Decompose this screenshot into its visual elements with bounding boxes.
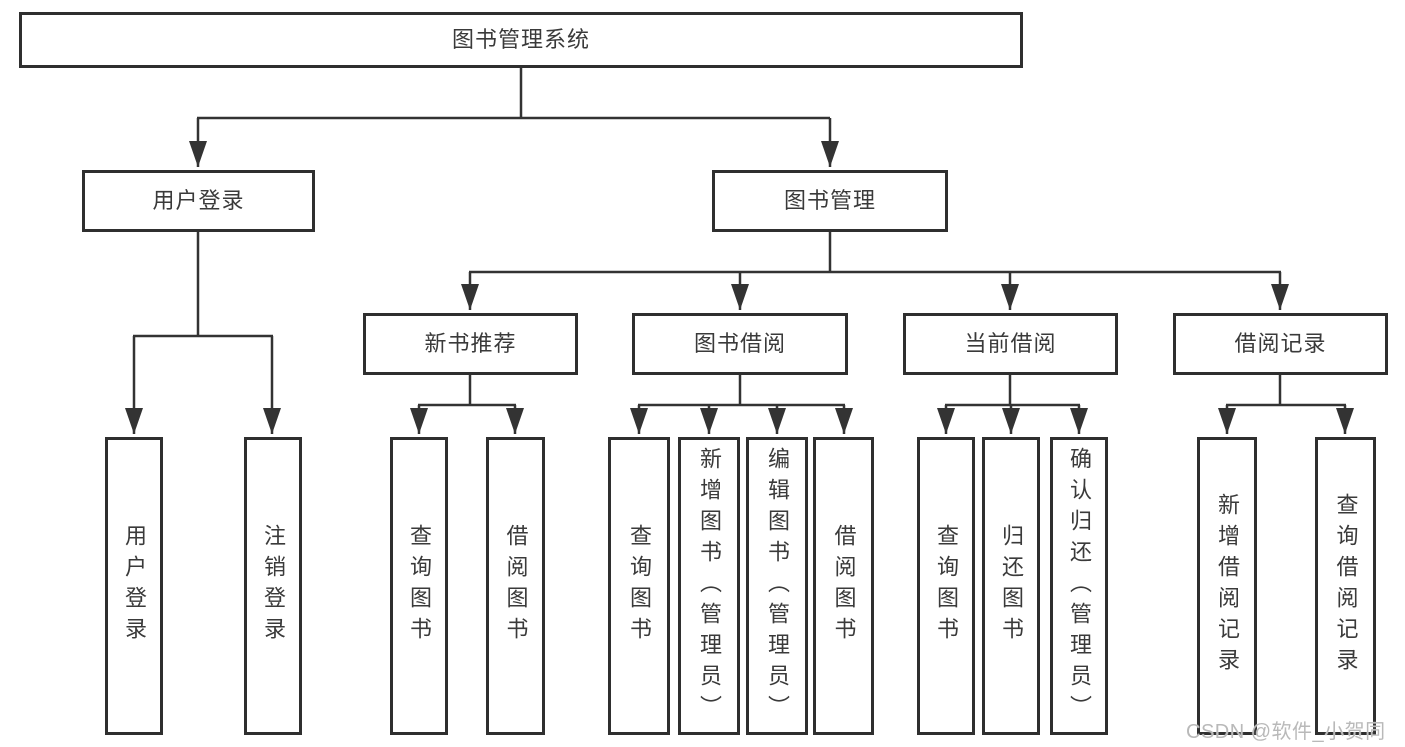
- node-user-login-label: 用户登录: [152, 188, 245, 213]
- leaf-add-book-admin-label: 新增图书（管理员）: [697, 446, 722, 726]
- leaf-borrow-query-book: 查询图书: [608, 437, 670, 735]
- leaf-confirm-return-admin-label: 确认归还（管理员）: [1067, 446, 1092, 726]
- csdn-watermark: CSDN @软件_小贺同学: [1186, 721, 1386, 743]
- leaf-borrow-query-book-label: 查询图书: [627, 524, 652, 648]
- leaf-edit-book-admin: 编辑图书（管理员）: [746, 437, 808, 735]
- node-book-management-label: 图书管理: [783, 188, 876, 213]
- leaf-add-book-admin: 新增图书（管理员）: [678, 437, 740, 735]
- leaf-return-book-label: 归还图书: [999, 524, 1024, 648]
- leaf-logout: 注销登录: [244, 437, 302, 735]
- node-current-borrow-label: 当前借阅: [964, 331, 1057, 356]
- node-library-system: 图书管理系统: [19, 12, 1023, 68]
- node-new-book-recommend: 新书推荐: [363, 313, 578, 375]
- node-borrow-records: 借阅记录: [1173, 313, 1388, 375]
- node-borrow-records-label: 借阅记录: [1234, 331, 1327, 356]
- leaf-recommend-borrow-book: 借阅图书: [486, 437, 545, 735]
- leaf-recommend-query-book-label: 查询图书: [407, 524, 432, 648]
- node-user-login: 用户登录: [82, 170, 315, 232]
- leaf-current-query-book-label: 查询图书: [934, 524, 959, 648]
- leaf-current-query-book: 查询图书: [917, 437, 975, 735]
- leaf-query-borrow-record-label: 查询借阅记录: [1333, 493, 1359, 679]
- node-book-management: 图书管理: [712, 170, 948, 232]
- leaf-logout-label: 注销登录: [261, 524, 286, 648]
- leaf-add-borrow-record-label: 新增借阅记录: [1215, 493, 1240, 679]
- node-book-borrow: 图书借阅: [632, 313, 848, 375]
- leaf-confirm-return-admin: 确认归还（管理员）: [1050, 437, 1108, 735]
- leaf-query-borrow-record: 查询借阅记录: [1315, 437, 1376, 735]
- node-library-system-label: 图书管理系统: [451, 27, 590, 52]
- node-new-book-recommend-label: 新书推荐: [424, 331, 517, 356]
- leaf-recommend-query-book: 查询图书: [390, 437, 448, 735]
- leaf-borrow-book: 借阅图书: [813, 437, 874, 735]
- leaf-return-book: 归还图书: [982, 437, 1040, 735]
- leaf-add-borrow-record: 新增借阅记录: [1197, 437, 1257, 735]
- leaf-user-login-label: 用户登录: [122, 524, 147, 648]
- leaf-borrow-book-label: 借阅图书: [831, 524, 857, 648]
- leaf-user-login: 用户登录: [105, 437, 163, 735]
- node-book-borrow-label: 图书借阅: [693, 331, 786, 356]
- leaf-recommend-borrow-book-label: 借阅图书: [503, 524, 529, 648]
- node-current-borrow: 当前借阅: [903, 313, 1118, 375]
- leaf-edit-book-admin-label: 编辑图书（管理员）: [765, 446, 790, 726]
